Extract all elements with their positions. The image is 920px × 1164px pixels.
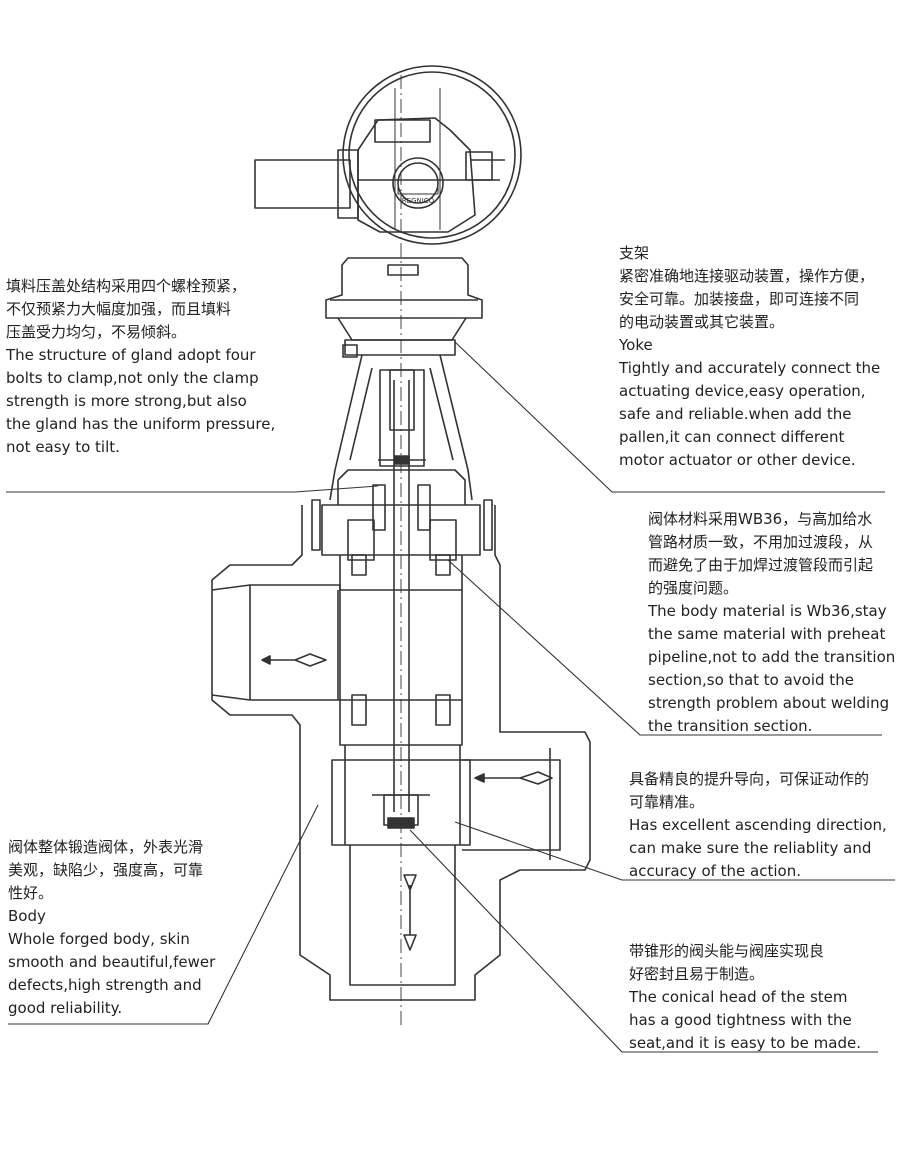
leader-stem (454, 821, 895, 881)
gland-text-zh: 填料压盖处结构采用四个螺栓预紧， 不仅预紧力大幅度加强，而且填料 压盖受力均匀，… (6, 277, 247, 341)
seat-text-zh: 带锥形的阀头能与阀座实现良 好密封且易于制造。 (629, 942, 825, 983)
leader-material (447, 559, 882, 736)
leader-gland (6, 485, 379, 493)
yoke-text-zh: 支架 紧密准确地连接驱动装置，操作方便， 安全可靠。加装接盘，即可连接不同 的电… (619, 244, 875, 331)
body-text-en: Body Whole forged body, skin smooth and … (8, 907, 216, 1017)
inlet-port (211, 584, 341, 701)
material-text-zh: 阀体材料采用WB36，与高加给水 管路材质一致，不用加过渡段，从 而避免了由于加… (648, 510, 874, 597)
leader-body (8, 804, 319, 1025)
material-text-en: The body material is Wb36,stay the same … (648, 602, 896, 735)
callout-stem-guide: 具备精良的提升导向，可保证动作的 可靠精准。 Has excellent asc… (629, 768, 914, 883)
body-text-zh: 阀体整体锻造阀体，外表光滑 美观，缺陷少，强度高，可靠 性好。 (8, 838, 204, 902)
callout-yoke: 支架 紧密准确地连接驱动装置，操作方便， 安全可靠。加装接盘，即可连接不同 的电… (619, 242, 909, 472)
stem-text-zh: 具备精良的提升导向，可保证动作的 可靠精准。 (629, 770, 870, 811)
yoke (329, 354, 473, 501)
callout-body-material: 阀体材料采用WB36，与高加给水 管路材质一致，不用加过渡段，从 而避免了由于加… (648, 508, 913, 738)
yoke-text-en: Yoke Tightly and accurately connect the … (619, 336, 881, 469)
motor-housing (254, 159, 351, 209)
handwheel (342, 65, 522, 245)
callout-gland: 填料压盖处结构采用四个螺栓预紧， 不仅预紧力大幅度加强，而且填料 压盖受力均匀，… (6, 275, 296, 459)
valve-body (211, 505, 591, 1001)
gland-text-en: The structure of gland adopt four bolts … (6, 346, 276, 456)
mounting-plate (325, 257, 483, 358)
outlet-port (462, 759, 561, 851)
bonnet (311, 469, 493, 591)
actuator: REGNICO (254, 65, 522, 245)
stem-text-en: Has excellent ascending direction, can m… (629, 816, 887, 880)
leader-seat (409, 829, 878, 1053)
nameplate-text: REGNICO (402, 197, 435, 205)
callout-seat: 带锥形的阀头能与阀座实现良 好密封且易于制造。 The conical head… (629, 940, 899, 1055)
nameplate (392, 157, 444, 209)
leader-yoke (454, 341, 885, 493)
callout-forged-body: 阀体整体锻造阀体，外表光滑 美观，缺陷少，强度高，可靠 性好。 Body Who… (8, 836, 268, 1020)
stem (393, 380, 410, 812)
leader-lines (6, 341, 895, 1053)
seat-text-en: The conical head of the stem has a good … (629, 988, 861, 1052)
